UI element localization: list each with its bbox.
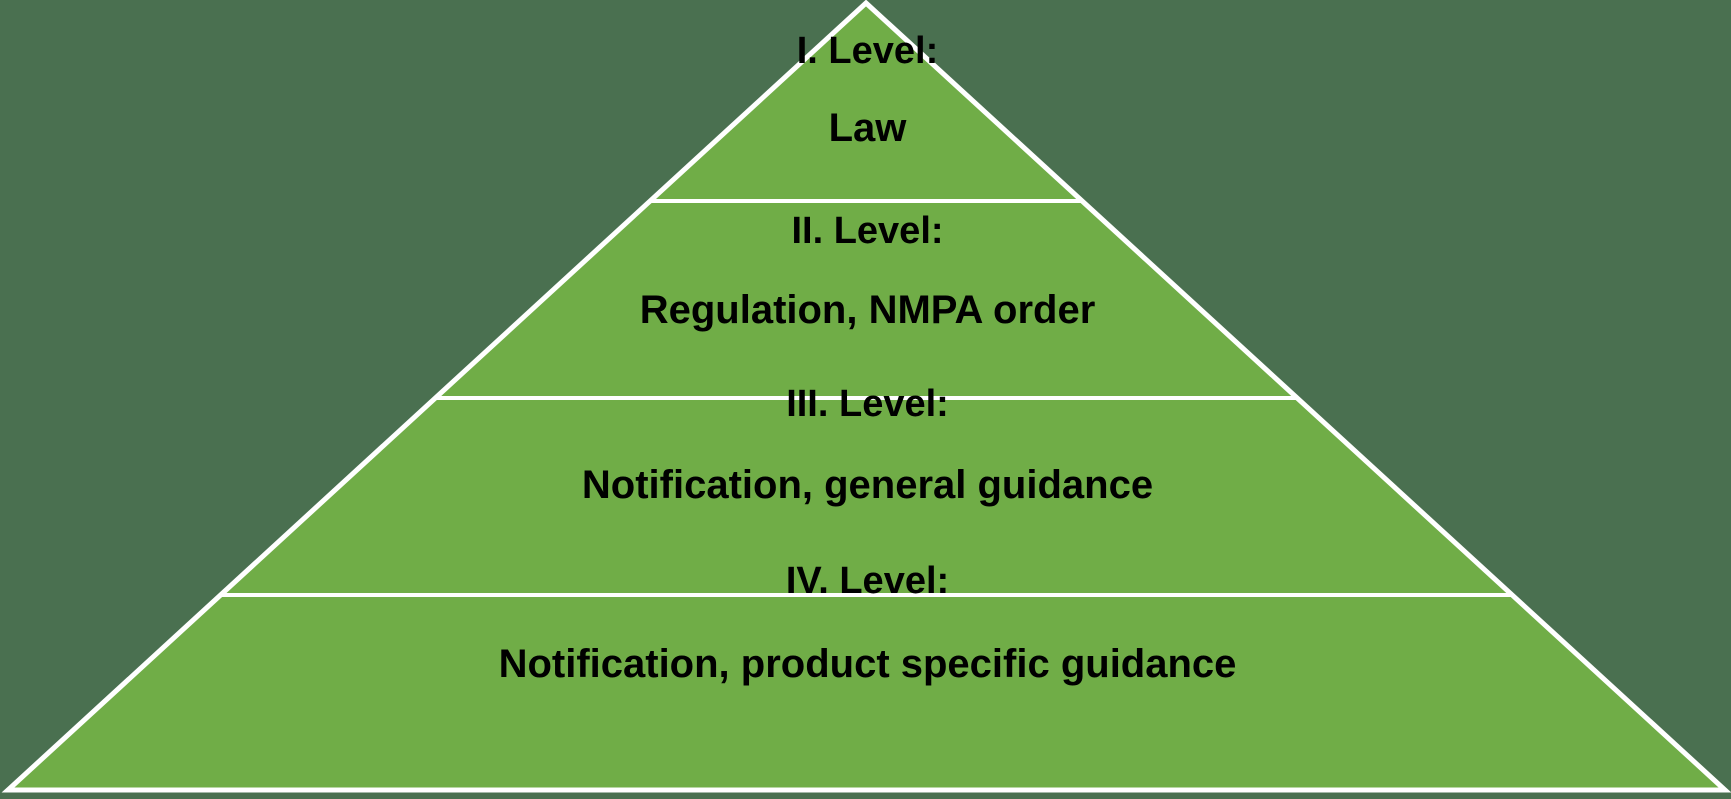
- pyramid-diagram: I. Level: Law II. Level: Regulation, NMP…: [0, 0, 1731, 799]
- pyramid-shape: [1, 0, 1731, 793]
